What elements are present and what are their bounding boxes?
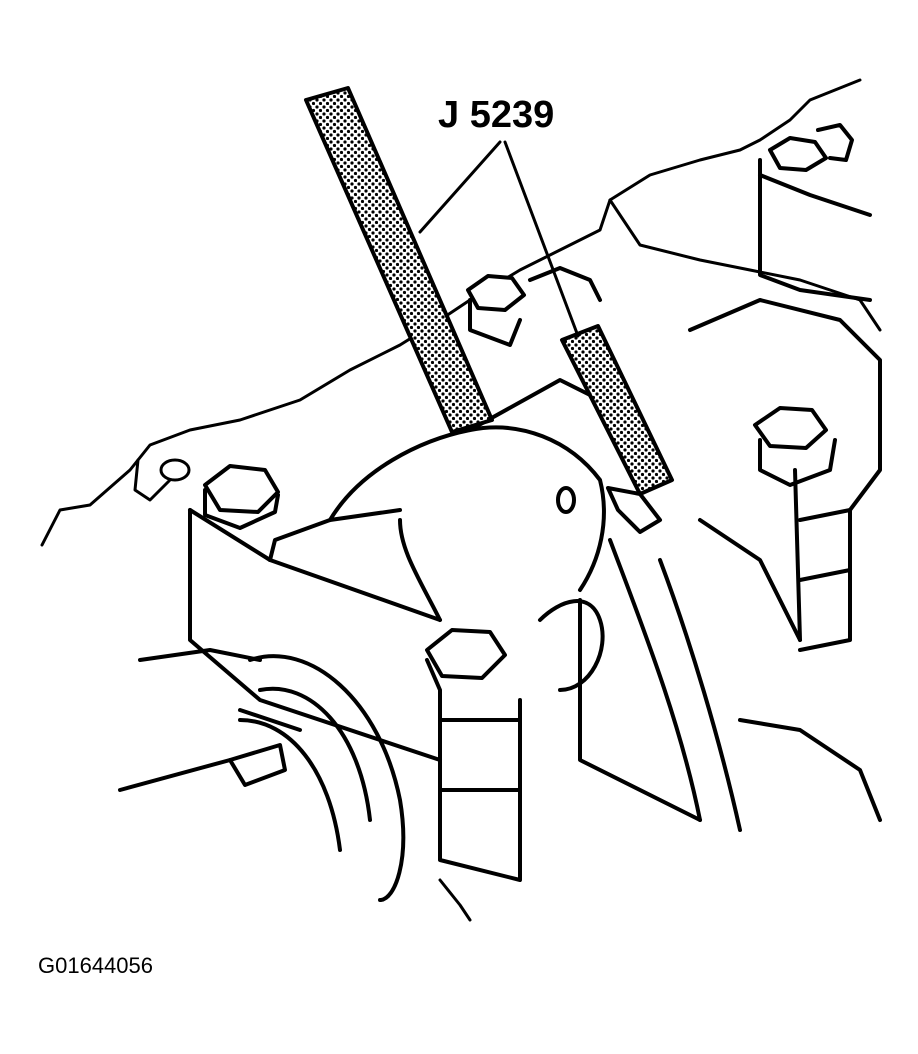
right-bearing-cap bbox=[688, 298, 882, 652]
file-tool-left bbox=[304, 86, 494, 434]
figure-id: G01644056 bbox=[38, 953, 153, 978]
bottom-detail bbox=[438, 878, 472, 922]
rear-bearing-cap bbox=[758, 123, 872, 302]
front-bearing-cap bbox=[188, 464, 442, 762]
middle-cap-bolt bbox=[466, 266, 602, 347]
crank-flange bbox=[118, 648, 406, 902]
front-lower-bolt bbox=[425, 628, 522, 882]
file-tool-right bbox=[560, 324, 674, 534]
callout-leaders bbox=[418, 140, 580, 338]
tool-callout-label: J 5239 bbox=[438, 94, 555, 136]
connecting-rod bbox=[578, 518, 882, 832]
engine-block-outline bbox=[40, 78, 882, 547]
